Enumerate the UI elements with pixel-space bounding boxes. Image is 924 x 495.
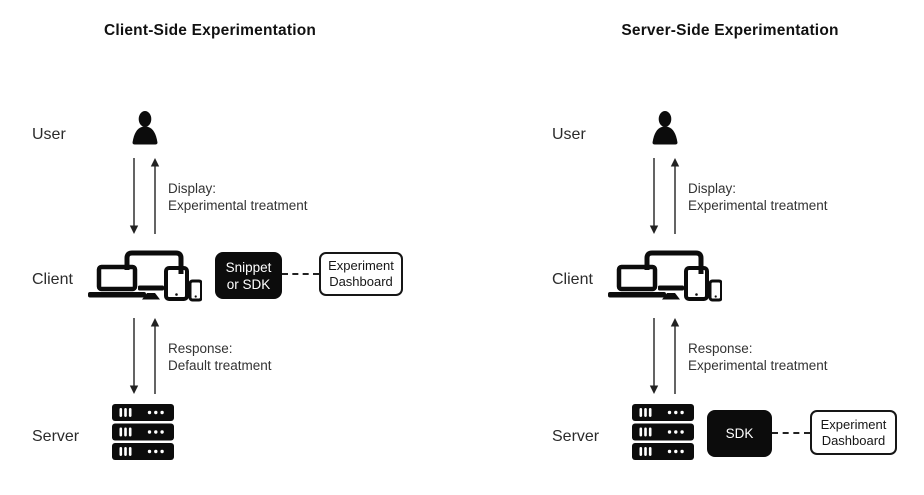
arrow-down-up-icon <box>649 318 680 394</box>
flow-line-2: Default treatment <box>168 358 272 373</box>
panel-client-side: Client-Side Experimentation User Display… <box>0 0 420 495</box>
flow-line-1: Response: <box>688 341 753 356</box>
dashed-connector <box>282 273 319 275</box>
flow-line-1: Display: <box>168 181 217 196</box>
snippet-sdk-box: Snippet or SDK <box>215 252 282 299</box>
flow-label-response: Response: Default treatment <box>168 340 272 374</box>
black-box-line-1: SDK <box>725 426 754 441</box>
dashboard-line-1: Experiment <box>328 258 394 273</box>
user-icon <box>652 111 678 145</box>
flow-label-response: Response: Experimental treatment <box>688 340 828 374</box>
panel-title: Client-Side Experimentation <box>103 22 317 39</box>
server-label: Server <box>32 428 80 445</box>
flow-label-display: Display: Experimental treatment <box>688 180 828 214</box>
dashboard-line-2: Dashboard <box>329 274 393 289</box>
client-server-arrows <box>649 318 680 394</box>
arrow-down-up-icon <box>129 318 160 394</box>
panel-title: Server-Side Experimentation <box>621 22 839 39</box>
dashboard-line-2: Dashboard <box>821 432 886 448</box>
panel-server-side: Server-Side Experimentation User Display… <box>520 0 924 495</box>
user-label: User <box>552 126 586 143</box>
server-icon <box>632 404 694 462</box>
client-server-arrows <box>129 318 160 394</box>
arrow-down-up-icon <box>129 158 160 234</box>
client-label: Client <box>552 271 593 288</box>
devices-icon <box>86 247 202 303</box>
experiment-dashboard-box: Experiment Dashboard <box>319 252 403 296</box>
devices-icon <box>606 247 722 303</box>
experiment-dashboard-box: Experiment Dashboard <box>810 410 897 455</box>
server-icon <box>112 404 174 462</box>
user-client-arrows <box>129 158 160 234</box>
user-icon <box>132 111 158 145</box>
dashboard-line-1: Experiment <box>820 416 887 432</box>
black-box-line-2: or SDK <box>226 276 271 292</box>
flow-line-1: Display: <box>688 181 737 196</box>
flow-line-2: Experimental treatment <box>168 198 308 213</box>
arrow-down-up-icon <box>649 158 680 234</box>
flow-line-1: Response: <box>168 341 233 356</box>
user-client-arrows <box>649 158 680 234</box>
sdk-box: SDK <box>707 410 772 457</box>
dashed-connector <box>772 432 810 434</box>
client-label: Client <box>32 271 73 288</box>
black-box-line-1: Snippet <box>225 259 272 275</box>
flow-label-display: Display: Experimental treatment <box>168 180 308 214</box>
flow-line-2: Experimental treatment <box>688 358 828 373</box>
flow-line-2: Experimental treatment <box>688 198 828 213</box>
server-label: Server <box>552 428 600 445</box>
user-label: User <box>32 126 66 143</box>
